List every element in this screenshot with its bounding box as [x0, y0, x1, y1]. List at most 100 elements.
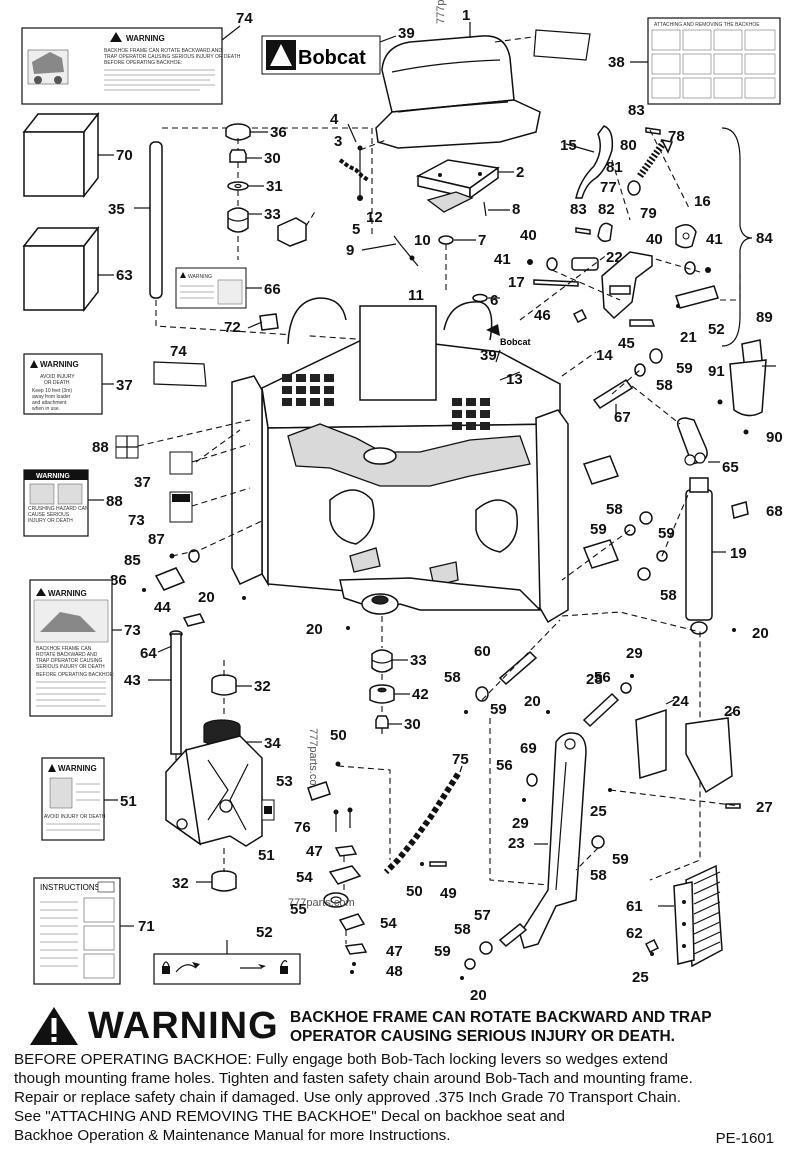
label-81: 81 — [606, 159, 623, 176]
label-80: 80 — [620, 137, 637, 154]
label-58-d: 58 — [660, 587, 677, 604]
pin-bracket-85: 87 85 86 — [110, 519, 265, 592]
label-33-bottom: 33 — [410, 652, 427, 669]
bobcat-logo-text: Bobcat — [298, 47, 366, 69]
label-35: 35 — [108, 201, 125, 218]
label-50-bottom: 50 — [406, 883, 423, 900]
label-20-cyl: 20 — [752, 625, 769, 642]
decal-74-blank — [153, 361, 207, 387]
label-90: 90 — [766, 429, 783, 446]
label-76: 76 — [294, 819, 311, 836]
warning-headline-line1: BACKHOE FRAME CAN ROTATE BACKWARD AND TR… — [290, 1009, 712, 1026]
label-84: 84 — [756, 230, 773, 247]
warning-body-line4: See "ATTACHING AND REMOVING THE BACKHOE"… — [14, 1108, 565, 1125]
label-17: 17 — [508, 274, 525, 291]
label-78: 78 — [668, 128, 685, 145]
decal-74-line2: TRAP OPERATOR CAUSING SERIOUS INJURY OR … — [104, 54, 241, 60]
loader-illustration-icon — [27, 49, 69, 85]
lock-lever-assembly: 15 83 78 80 81 77 83 82 79 16 40 41 22 4… — [494, 102, 773, 364]
decal-37-line5: and attachment — [32, 400, 67, 406]
label-47-bottom: 47 — [386, 943, 403, 960]
decal-71-title: INSTRUCTIONS — [40, 883, 100, 892]
decal-37-line3: Keep 10 feet (3m) — [32, 388, 72, 394]
label-19: 19 — [730, 545, 747, 562]
label-62: 62 — [626, 925, 643, 942]
label-88-decal: 88 — [106, 493, 123, 510]
decal-73-line2: ROTATE BACKWARD AND — [36, 652, 98, 658]
label-21: 21 — [680, 329, 697, 346]
label-91: 91 — [708, 363, 725, 380]
safety-chain-small: 4 3 5 — [330, 111, 387, 238]
decal-88-line2: CAUSE SERIOUS — [28, 512, 70, 518]
label-45: 45 — [618, 335, 635, 352]
decal-73-line5: BEFORE OPERATING BACKHOE: — [36, 672, 114, 678]
transport-chain-75: 75 — [383, 751, 469, 875]
decal-38-title: ATTACHING AND REMOVING THE BACKHOE — [654, 22, 760, 28]
label-71: 71 — [138, 918, 155, 935]
small-decals-column: 88 37 73 — [92, 419, 251, 529]
label-54-bottom: 54 — [380, 915, 397, 932]
frame-bobcat-text: Bobcat — [500, 337, 531, 347]
decal-73-line4: SERIOUS INJURY OR DEATH — [36, 664, 105, 670]
label-12: 12 — [366, 209, 383, 226]
label-8: 8 — [512, 201, 520, 218]
label-59-e: 59 — [612, 851, 629, 868]
label-70: 70 — [116, 147, 133, 164]
label-41-left: 41 — [494, 251, 511, 268]
bobcat-logo: Bobcat 39 — [261, 25, 415, 75]
label-49: 49 — [440, 885, 457, 902]
label-1: 1 — [462, 7, 470, 24]
label-38: 38 — [608, 54, 625, 71]
label-67: 67 — [614, 409, 631, 426]
decal-73-title: WARNING — [48, 589, 87, 598]
label-20-boom: 20 — [524, 693, 541, 710]
chain-anchor-parts: 50 53 76 47 54 55 777parts.com 54 47 48 … — [276, 727, 457, 980]
pin-57-group: 57 58 59 20 — [434, 907, 528, 1000]
label-48: 48 — [386, 963, 403, 980]
warning-body-line5: Backhoe Operation & Maintenance Manual f… — [14, 1127, 451, 1144]
label-60: 60 — [474, 643, 491, 660]
lock-icon — [162, 961, 170, 974]
decal-52-lock: 52 — [153, 924, 301, 985]
label-39-frame: 39 — [480, 347, 497, 364]
label-54-top: 54 — [296, 869, 313, 886]
label-14: 14 — [596, 347, 613, 364]
swing-mount-34: 32 34 51 32 — [165, 660, 281, 892]
label-86: 86 — [110, 572, 127, 589]
label-59-d: 59 — [658, 525, 675, 542]
label-40-left: 40 — [520, 227, 537, 244]
label-44: 44 — [154, 599, 171, 616]
lever-parts-center: 12 9 11 10 7 6 — [346, 209, 500, 309]
decal-51-title: WARNING — [58, 764, 97, 773]
label-55: 55 — [290, 901, 307, 918]
seat-decal-blank — [533, 29, 591, 61]
warning-body-line1: BEFORE OPERATING BACKHOE: Fully engage b… — [14, 1051, 668, 1068]
cylinder-pivot-parts: 67 59 58 65 — [592, 348, 739, 476]
label-36: 36 — [270, 124, 287, 141]
decal-71: INSTRUCTIONS 71 — [33, 877, 155, 985]
label-69: 69 — [520, 740, 537, 757]
label-16: 16 — [694, 193, 711, 210]
watermark-bottom: 777parts.com — [288, 897, 355, 909]
decal-51: WARNING AVOID INJURY OR DEATH 51 — [41, 757, 137, 841]
label-4: 4 — [330, 111, 339, 128]
warning-triangle-icon — [110, 32, 122, 42]
label-59-a: 59 — [676, 360, 693, 377]
label-58-e: 58 — [590, 867, 607, 884]
decal-37: WARNING AVOID INJURY OR DEATH Keep 10 fe… — [23, 353, 133, 415]
label-83-mid: 83 — [570, 201, 587, 218]
decal-74: WARNING BACKHOE FRAME CAN ROTATE BACKWAR… — [21, 10, 253, 105]
label-57: 57 — [474, 907, 491, 924]
decal-37-line6: when in use. — [32, 406, 60, 412]
label-41-right: 41 — [706, 231, 723, 248]
decal-66: WARNING 66 — [175, 267, 281, 309]
label-20-mid: 20 — [306, 621, 323, 638]
decal-38: ATTACHING AND REMOVING THE BACKHOE 38 — [608, 17, 781, 105]
box-63: 63 — [22, 225, 133, 313]
label-43: 43 — [124, 672, 141, 689]
label-59-f: 59 — [434, 943, 451, 960]
decal-73: WARNING BACKHOE FRAME CAN ROTATE BACKWAR… — [29, 579, 141, 717]
pin-60-group: 60 58 59 — [444, 619, 561, 718]
label-83-top: 83 — [628, 102, 645, 119]
decal-88: WARNING CRUSHING HAZARD CAN CAUSE SERIOU… — [23, 469, 123, 537]
